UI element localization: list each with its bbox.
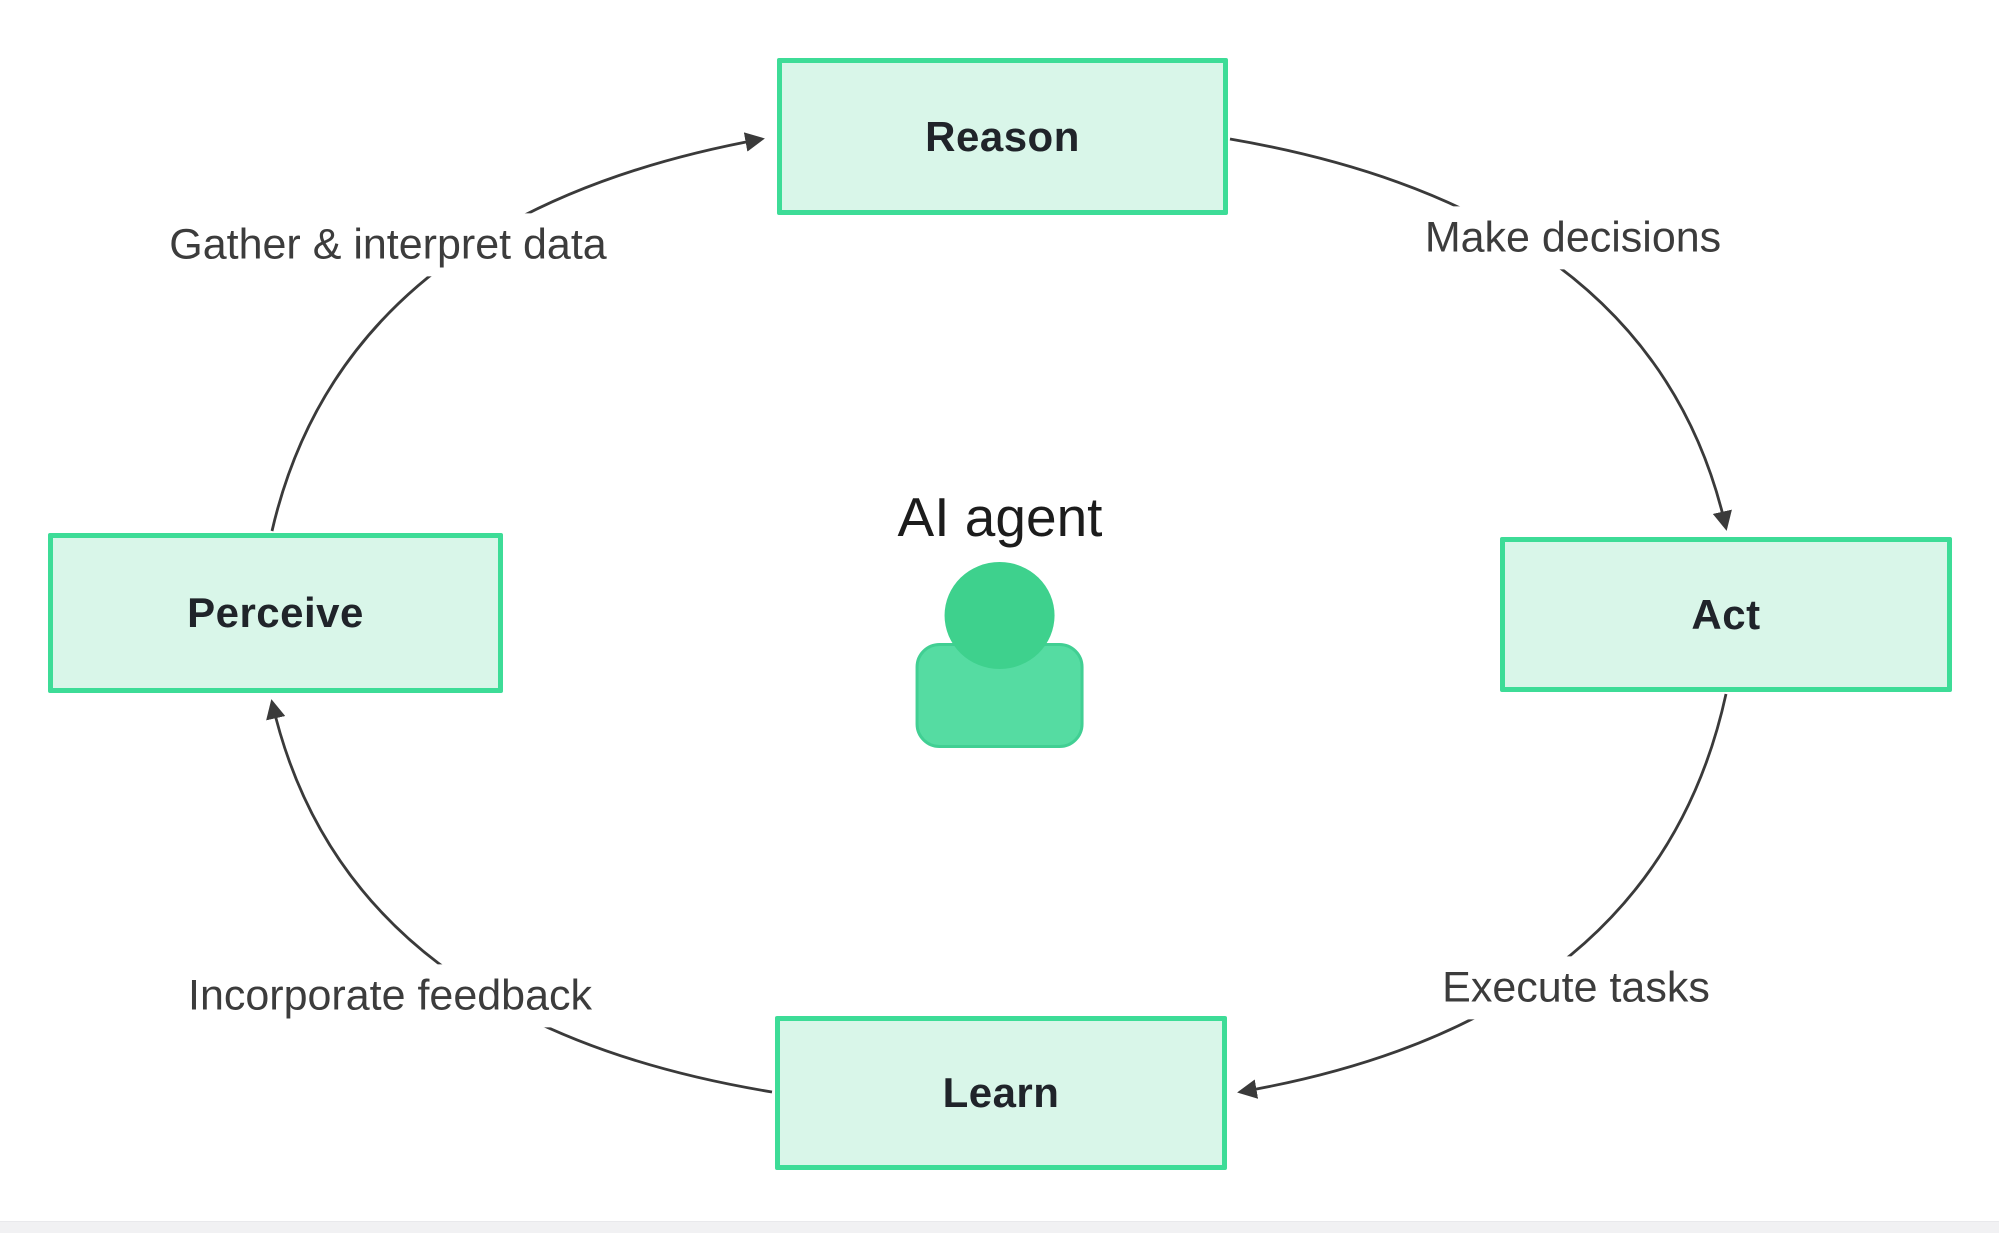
node-act-label: Act: [1691, 590, 1761, 638]
diagram-title: AI agent: [897, 486, 1103, 548]
node-reason-label: Reason: [925, 112, 1080, 160]
edge-label-execute-tasks: Execute tasks: [1428, 956, 1724, 1020]
center-group: AI agent: [897, 486, 1103, 772]
node-perceive-label: Perceive: [187, 589, 364, 636]
edge-label-incorporate-feedback: Incorporate feedback: [174, 964, 606, 1028]
edge-act-to-learn: [1237, 693, 1728, 1099]
node-act: Act: [1500, 537, 1952, 692]
person-head-shape: [944, 561, 1055, 669]
edge-label-make-decisions: Make decisions: [1410, 206, 1736, 270]
bottom-strip: [0, 1221, 1999, 1233]
node-learn-label: Learn: [942, 1069, 1060, 1116]
person-icon: [915, 561, 1084, 772]
node-perceive: Perceive: [48, 533, 503, 693]
node-learn: Learn: [775, 1016, 1227, 1170]
node-reason: Reason: [777, 58, 1228, 215]
edge-label-gather-interpret-data: Gather & interpret data: [155, 213, 621, 277]
edge-reason-to-act: [1229, 137, 1732, 531]
edge-learn-to-perceive: [266, 699, 773, 1094]
edge-perceive-to-reason: [270, 132, 765, 532]
